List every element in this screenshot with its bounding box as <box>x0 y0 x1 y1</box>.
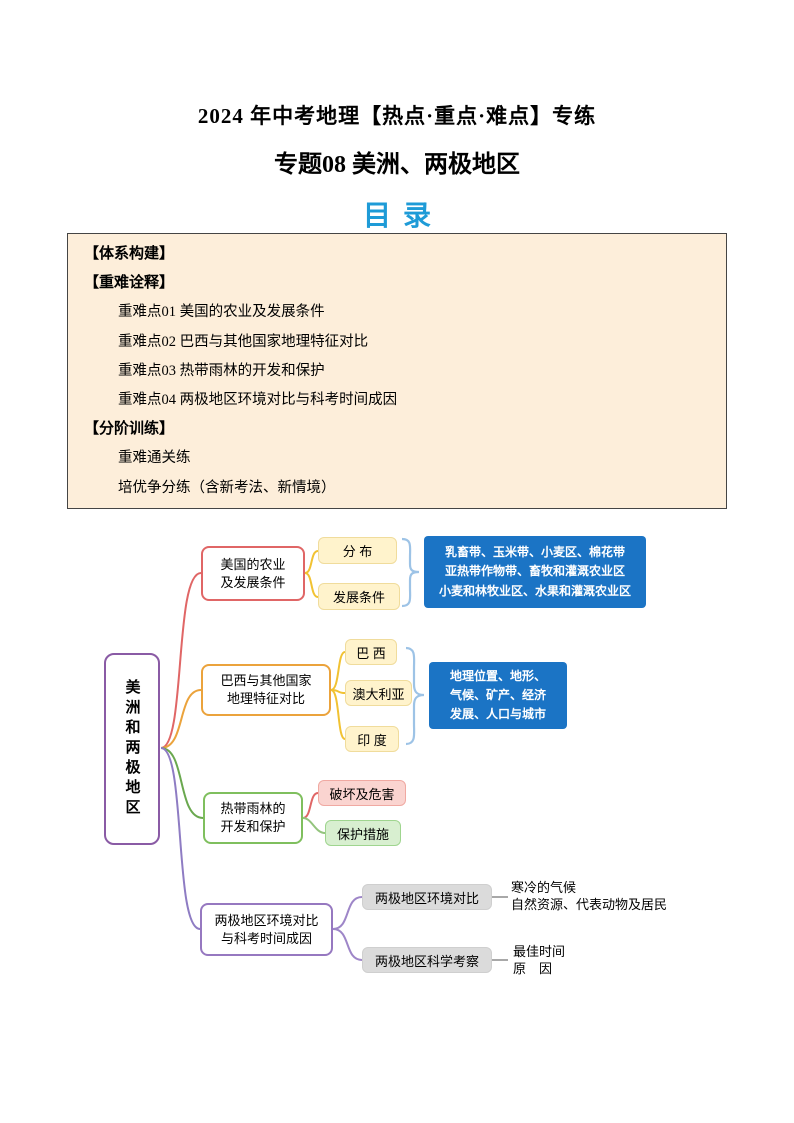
connector-branch2-australia <box>330 689 346 694</box>
toc-item-keypoint-02: 重难点02 巴西与其他国家地理特征对比 <box>118 333 369 350</box>
leaf-distribution: 分 布 <box>318 537 397 564</box>
connector-branch1-conditions <box>304 572 319 598</box>
note-polar-expedition: 最佳时间 原 因 <box>513 944 566 976</box>
connector-root-branch2 <box>160 689 202 749</box>
toc-section-keypoints: 【重难诠释】 <box>84 275 175 292</box>
leaf-protection-measures: 保护措施 <box>325 820 401 846</box>
leaf-polar-expedition: 两极地区科学考察 <box>362 947 492 973</box>
connector-branch2-brazil <box>330 651 346 691</box>
connector-root-branch4 <box>160 747 201 930</box>
detail-country-comparison-aspects: 地理位置、地形、 气候、矿产、经济 发展、人口与城市 <box>429 662 567 729</box>
toc-item-keypoint-03: 重难点03 热带雨林的开发和保护 <box>118 362 325 379</box>
branch-brazil-comparison: 巴西与其他国家 地理特征对比 <box>201 664 331 716</box>
branch-us-agriculture: 美国的农业 及发展条件 <box>201 546 305 601</box>
branch-rainforest: 热带雨林的 开发和保护 <box>203 792 303 844</box>
connector-root-branch3 <box>160 747 204 819</box>
connector-branch1-distribution <box>304 550 319 574</box>
note-polar-environment: 寒冷的气候 自然资源、代表动物及居民 <box>511 880 668 912</box>
toc-item-keypoint-04: 重难点04 两极地区环境对比与科考时间成因 <box>118 392 398 409</box>
mindmap-root-node: 美洲和两极地区 <box>104 653 160 845</box>
toc-item-keypoint-01: 重难点01 美国的农业及发展条件 <box>118 304 325 321</box>
brace-branch1-icon <box>401 537 420 608</box>
toc-box: 【体系构建】 【重难诠释】 重难点01 美国的农业及发展条件 重难点02 巴西与… <box>67 233 727 509</box>
doc-subtitle: 专题08 美洲、两极地区 <box>274 152 520 178</box>
toc-section-training: 【分阶训练】 <box>84 421 175 438</box>
detail-us-agriculture-belts: 乳畜带、玉米带、小麦区、棉花带 亚热带作物带、畜牧和灌溉农业区 小麦和林牧业区、… <box>424 536 646 608</box>
connector-branch4-expedition <box>332 928 363 961</box>
toc-item-excel-practice: 培优争分练（含新考法、新情境） <box>118 479 336 496</box>
leaf-development-conditions: 发展条件 <box>318 583 400 610</box>
toc-section-system: 【体系构建】 <box>84 246 175 262</box>
connector-root-branch1 <box>160 572 202 749</box>
leaf-brazil: 巴 西 <box>345 639 397 665</box>
toc-title: 目录 <box>362 201 443 232</box>
leaf-australia: 澳大利亚 <box>345 680 412 706</box>
branch-polar-regions: 两极地区环境对比 与科考时间成因 <box>200 903 333 956</box>
connector-branch4-env-compare <box>332 896 363 930</box>
connector-branch3-damage <box>302 792 319 819</box>
leaf-india: 印 度 <box>345 726 399 752</box>
leaf-damage-harm: 破坏及危害 <box>318 780 406 806</box>
doc-title: 2024 年中考地理【热点·重点·难点】专练 <box>197 104 597 128</box>
connector-branch2-india <box>330 689 346 740</box>
connector-branch3-protection <box>302 817 326 834</box>
toc-item-pass-practice: 重难通关练 <box>118 450 191 467</box>
leaf-polar-environment-compare: 两极地区环境对比 <box>362 884 492 910</box>
